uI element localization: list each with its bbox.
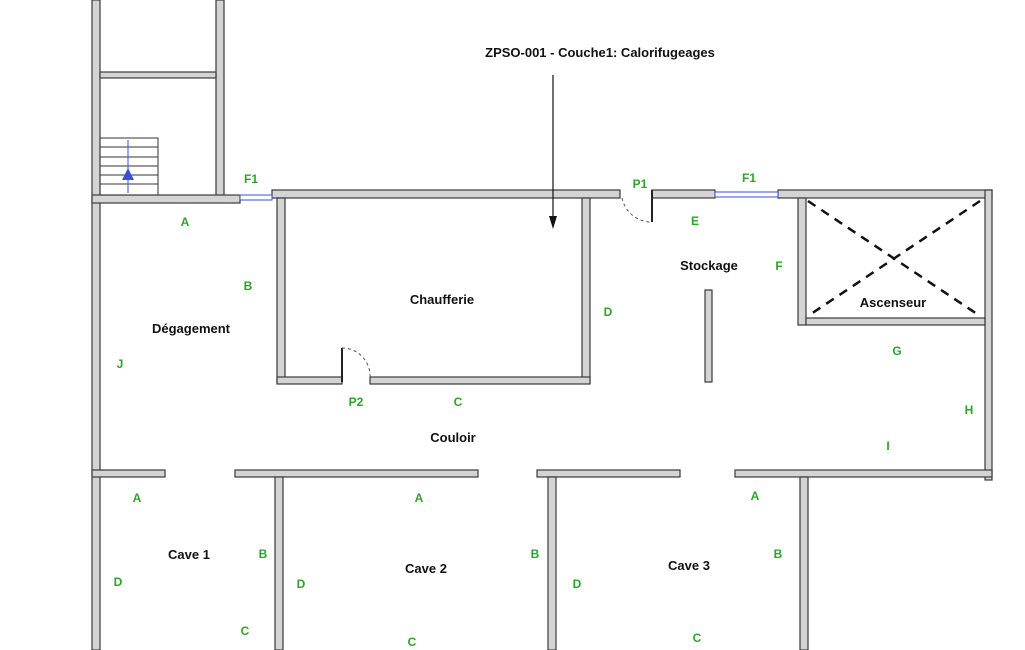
wall-marker: F bbox=[775, 259, 782, 273]
stair-arrow-icon bbox=[122, 168, 134, 180]
room-couloir: Couloir bbox=[430, 430, 476, 445]
staircase bbox=[99, 137, 159, 196]
wall-marker: C bbox=[693, 631, 702, 645]
doors bbox=[341, 190, 653, 382]
window-label: F1 bbox=[244, 172, 258, 186]
wall-marker: H bbox=[965, 403, 974, 417]
wall-marker: C bbox=[454, 395, 463, 409]
walls bbox=[91, 0, 993, 650]
room-ascenseur: Ascenseur bbox=[860, 295, 926, 310]
windows bbox=[239, 191, 779, 201]
wall-marker: E bbox=[691, 214, 699, 228]
wall-marker: B bbox=[774, 547, 783, 561]
wall-marker: D bbox=[297, 577, 306, 591]
wall-marker: A bbox=[415, 491, 424, 505]
wall-marker: J bbox=[117, 357, 124, 371]
wall-marker: A bbox=[751, 489, 760, 503]
annotation-label: ZPSO-001 - Couche1: Calorifugeages bbox=[485, 45, 715, 60]
wall-marker: D bbox=[604, 305, 613, 319]
wall-marker: B bbox=[259, 547, 268, 561]
door-label: P2 bbox=[349, 395, 364, 409]
room-chaufferie: Chaufferie bbox=[410, 292, 474, 307]
wall-marker: A bbox=[181, 215, 190, 229]
room-cave-3: Cave 3 bbox=[668, 558, 710, 573]
wall-marker: D bbox=[573, 577, 582, 591]
annotation-arrow bbox=[549, 75, 557, 229]
room-cave-2: Cave 2 bbox=[405, 561, 447, 576]
wall-marker: D bbox=[114, 575, 123, 589]
room-cave-1: Cave 1 bbox=[168, 547, 210, 562]
wall-marker: A bbox=[133, 491, 142, 505]
wall-marker: C bbox=[241, 624, 250, 638]
door-label: P1 bbox=[633, 177, 648, 191]
wall-marker: C bbox=[408, 635, 417, 649]
wall-marker: B bbox=[531, 547, 540, 561]
wall-marker: G bbox=[892, 344, 901, 358]
room-stockage: Stockage bbox=[680, 258, 738, 273]
elevator-cross bbox=[807, 199, 981, 318]
wall-marker: B bbox=[244, 279, 253, 293]
window-label: F1 bbox=[742, 171, 756, 185]
wall-marker: I bbox=[886, 439, 889, 453]
room-degagement: Dégagement bbox=[152, 321, 231, 336]
